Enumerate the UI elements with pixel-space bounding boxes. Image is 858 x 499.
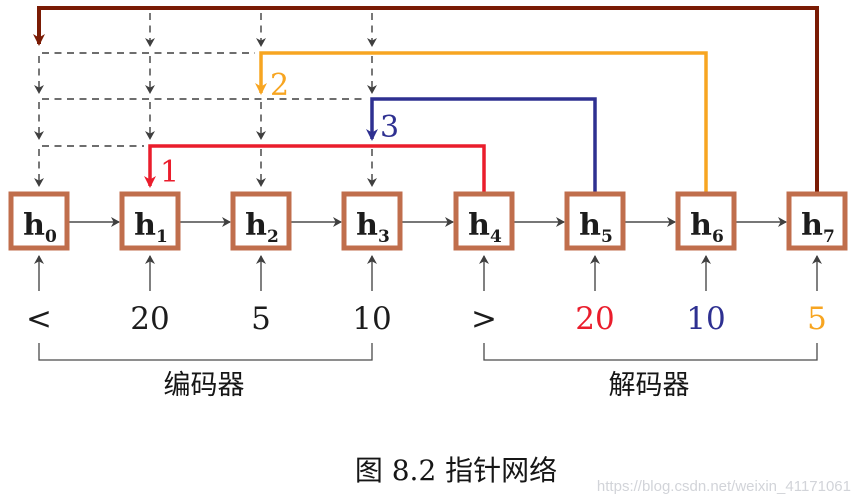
node-box-h5 <box>564 191 626 251</box>
pointer-step-label-3: 3 <box>380 110 399 145</box>
pointer-arrows <box>33 6 819 194</box>
input-arrows <box>34 255 822 291</box>
pointer-arrow-step2-h6-to-h2 <box>255 51 708 194</box>
input-value-3: 10 <box>352 301 391 337</box>
attention-grid <box>34 13 377 187</box>
hidden-state-nodes: h 0 h 1 h 2 h 3 h 4 h 5 h 6 h 7 <box>8 191 848 251</box>
node-label-h1: h <box>134 208 156 243</box>
encoder-bracket <box>38 343 373 361</box>
pointer-arrow-step1-h4-to-h1 <box>144 144 486 194</box>
node-sub-h3: 3 <box>378 227 390 247</box>
node-label-h4: h <box>468 208 490 243</box>
input-value-5: 20 <box>575 301 614 337</box>
input-value-1: 20 <box>130 301 169 337</box>
node-sub-h7: 7 <box>823 227 835 247</box>
pointer-arrow-step3-h5-to-h3 <box>366 97 597 194</box>
input-value-0: < <box>26 301 52 337</box>
node-box-h3 <box>341 191 403 251</box>
encoder-label: 编码器 <box>164 370 245 401</box>
node-box-h0 <box>8 191 70 251</box>
watermark: https://blog.csdn.net/weixin_41171061 <box>597 478 851 495</box>
node-sub-h5: 5 <box>601 227 613 247</box>
decoder-bracket <box>483 343 818 361</box>
pointer-step-label-1: 1 <box>160 155 179 190</box>
node-sub-h2: 2 <box>267 227 279 247</box>
pointer-step-label-2: 2 <box>270 68 289 103</box>
input-value-7: 5 <box>807 301 827 337</box>
node-label-h3: h <box>356 208 378 243</box>
node-sub-h4: 4 <box>490 227 502 247</box>
node-box-h2 <box>230 191 292 251</box>
node-label-h5: h <box>579 208 601 243</box>
node-sub-h0: 0 <box>45 227 57 247</box>
node-box-h4 <box>453 191 515 251</box>
decoder-label: 解码器 <box>609 370 690 401</box>
input-value-6: 10 <box>686 301 725 337</box>
pointer-arrow-final-h7-to-h0 <box>33 6 819 194</box>
node-label-h7: h <box>801 208 823 243</box>
input-value-4: > <box>471 301 497 337</box>
figure-caption: 图 8.2 指针网络 <box>355 454 557 487</box>
node-label-h6: h <box>690 208 712 243</box>
input-value-2: 5 <box>251 301 271 337</box>
node-sub-h6: 6 <box>712 227 724 247</box>
node-box-h6 <box>675 191 737 251</box>
input-tokens: < 20 5 10 > 20 10 5 <box>26 301 827 337</box>
node-label-h2: h <box>245 208 267 243</box>
node-box-h1 <box>119 191 181 251</box>
node-box-h7 <box>786 191 848 251</box>
node-sub-h1: 1 <box>156 227 168 247</box>
node-label-h0: h <box>23 208 45 243</box>
